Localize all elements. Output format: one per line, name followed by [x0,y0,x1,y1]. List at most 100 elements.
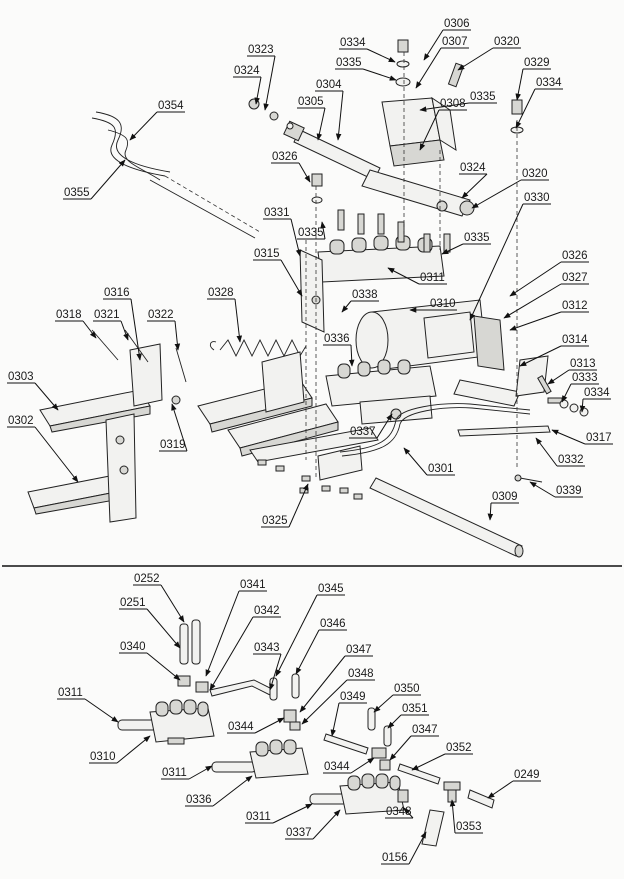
part-number-label: 0335 [464,232,490,244]
leader-arrow [34,426,79,483]
callout-0340: 0340 [119,641,181,681]
leader-arrow [209,616,254,691]
callout-0334: 0334 [515,77,563,129]
callout-0323: 0323 [247,44,276,111]
callout-0326: 0326 [271,151,311,183]
callout-0334: 0334 [339,37,396,63]
callout-0305: 0305 [297,96,326,141]
leader-arrow [160,584,185,623]
callout-0352: 0352 [411,742,473,771]
callout-0334: 0334 [579,387,611,413]
callout-0344: 0344 [227,717,285,734]
callout-0342: 0342 [209,605,281,691]
part-number-label: 0331 [264,207,290,219]
leader-arrow [403,447,428,476]
leader-arrow [34,382,59,411]
callout-0310: 0310 [89,735,151,764]
part-number-label: 0334 [340,37,366,49]
callout-0306: 0306 [423,18,471,61]
part-number-label: 0334 [584,387,610,399]
callout-0326: 0326 [509,250,589,297]
callout-0156: 0156 [381,831,427,865]
callout-0328: 0328 [207,287,243,343]
part-number-label: 0344 [324,761,350,773]
leader-arrow [419,102,470,112]
leader-arrow [272,803,313,824]
part-number-label: 0326 [272,151,298,163]
leader-arrow [290,218,302,257]
callout-0338: 0338 [341,289,379,313]
callout-0336: 0336 [185,775,253,807]
callout-0311: 0311 [57,687,119,723]
part-number-label: 0347 [346,644,372,656]
leader-arrow [449,799,456,834]
part-number-label: 0333 [572,372,598,384]
top-assembly-drawing [27,39,589,558]
callout-0335: 0335 [335,57,397,81]
part-number-label: 0303 [8,371,34,383]
part-number-label: 0311 [246,811,271,823]
callout-0348: 0348 [385,806,414,819]
part-number-label: 0332 [558,454,584,466]
leader-arrow [299,655,346,713]
callout-0317: 0317 [551,429,613,445]
part-number-label: 0327 [562,272,588,284]
callout-0251: 0251 [119,597,181,649]
part-number-label: 0342 [254,605,280,617]
part-number-label: 0313 [570,358,596,370]
callout-0339: 0339 [529,481,583,498]
callout-0320: 0320 [471,168,549,209]
bottom-valve-drawing [117,619,495,847]
leader-arrow [529,481,556,498]
part-number-label: 0251 [120,597,146,609]
leader-arrow [547,369,570,385]
callout-0341: 0341 [205,579,267,677]
callout-0327: 0327 [503,272,589,319]
part-number-label: 0330 [524,192,550,204]
leader-arrow [234,298,243,343]
callout-0308: 0308 [419,98,467,151]
part-number-label: 0319 [160,439,186,451]
leader-arrow [120,320,129,341]
leader-arrow [320,221,326,240]
callout-0343: 0343 [253,642,282,691]
part-number-label: 0301 [428,463,454,475]
leader-arrow [457,47,494,71]
part-number-label: 0314 [562,334,588,346]
leader-arrow [503,283,562,319]
callout-0336: 0336 [323,333,355,367]
leader-arrow [350,757,375,774]
leader-arrow [515,88,536,129]
leader-arrow [387,714,402,729]
part-number-label: 0351 [402,703,428,715]
leader-arrow [408,831,427,865]
callout-0355: 0355 [63,159,126,200]
callout-0347: 0347 [389,724,439,761]
callout-0302: 0302 [7,415,79,483]
part-number-label: 0346 [320,618,346,630]
part-number-label: 0311 [420,272,445,284]
leader-arrow [423,29,444,61]
part-number-label: 0311 [162,767,187,779]
callout-0337: 0337 [285,809,341,840]
callout-0350: 0350 [373,683,421,713]
callout-0325: 0325 [261,483,309,528]
leader-arrow [487,502,494,521]
leader-arrow [419,109,440,151]
callout-0335: 0335 [419,91,497,112]
part-number-label: 0350 [394,683,420,695]
leader-arrow [561,383,572,403]
part-number-label: 0309 [492,491,518,503]
leader-arrow [171,403,188,452]
callout-0349: 0349 [330,691,367,737]
leader-arrow [188,765,213,780]
callout-0332: 0332 [535,437,585,467]
part-number-label: 0324 [234,65,260,77]
leader-arrow [146,652,181,681]
part-number-label: 0318 [56,309,82,321]
part-number-label: 0349 [340,691,366,703]
callout-0335: 0335 [441,232,491,255]
callout-0311: 0311 [387,267,447,285]
